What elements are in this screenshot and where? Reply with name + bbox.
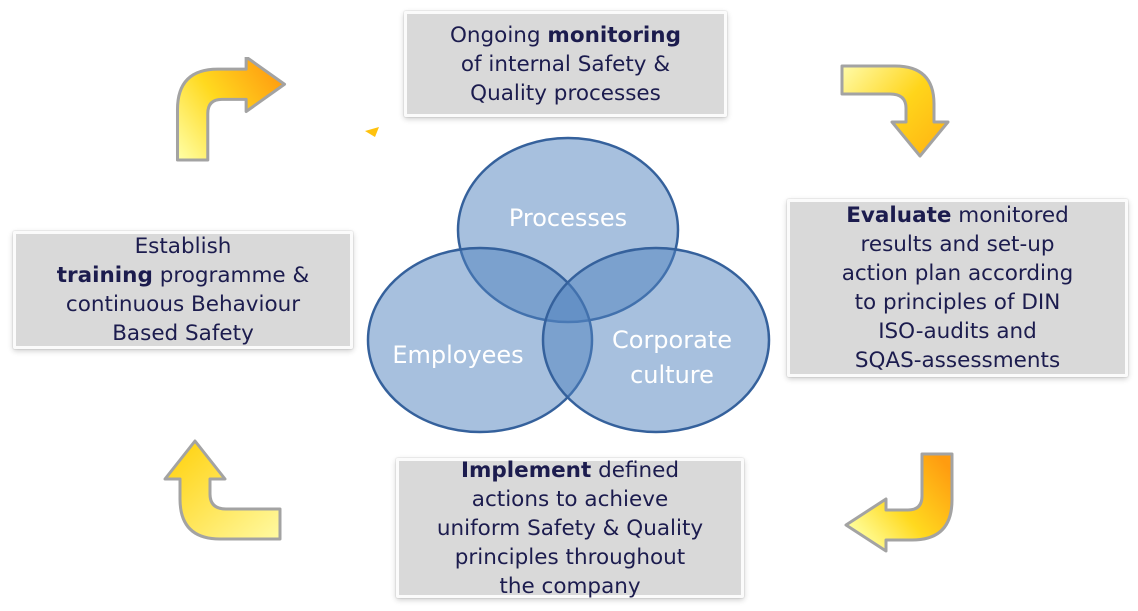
- text-line: Quality processes: [470, 80, 661, 106]
- textbox-ongoing-monitoring: Ongoing monitoring of internal Safety & Qu…: [404, 11, 727, 117]
- text-line: action plan according: [841, 261, 1074, 286]
- text-line: results and set-up: [860, 232, 1055, 257]
- text-line: to principles of DIN: [854, 290, 1061, 315]
- textbox-evaluate-results: Evaluate monitored results and set-up acti…: [787, 199, 1128, 377]
- cycle-arrow-top-left-icon: [175, 57, 287, 162]
- text-line: Establish: [134, 234, 232, 259]
- text-line: Evaluate monitored: [846, 203, 1069, 228]
- text-line: principles throughout: [454, 544, 686, 570]
- cycle-arrow-bottom-right-icon: [844, 452, 954, 553]
- text-line: Ongoing monitoring: [449, 22, 681, 48]
- text-line: of internal Safety &: [460, 51, 671, 77]
- venn-label-processes: Processes: [509, 204, 627, 232]
- text-line: continuous Behaviour: [65, 292, 301, 317]
- venn-circle-corporate-culture: [541, 246, 771, 434]
- cycle-arrow-top-right-icon: [840, 64, 950, 158]
- cycle-arrow-bottom-left-icon: [163, 439, 282, 541]
- venn-label-employees: Employees: [392, 341, 523, 369]
- text-line: training programme &: [56, 263, 310, 288]
- text-line: ISO-audits and: [878, 319, 1037, 344]
- yellow-speck-artifact-icon: [365, 127, 379, 137]
- text-line: Based Safety: [112, 321, 254, 346]
- text-line: the company: [499, 573, 641, 599]
- text-line: actions to achieve: [471, 486, 669, 512]
- text-line: SQAS-assessments: [854, 348, 1061, 373]
- textbox-implement-actions: Implement defined actions to achieve unifo…: [396, 457, 744, 599]
- text-line: Implement defined: [460, 457, 680, 483]
- text-line: uniform Safety & Quality: [436, 515, 704, 541]
- textbox-establish-training: Establish training programme & continuous …: [13, 231, 353, 349]
